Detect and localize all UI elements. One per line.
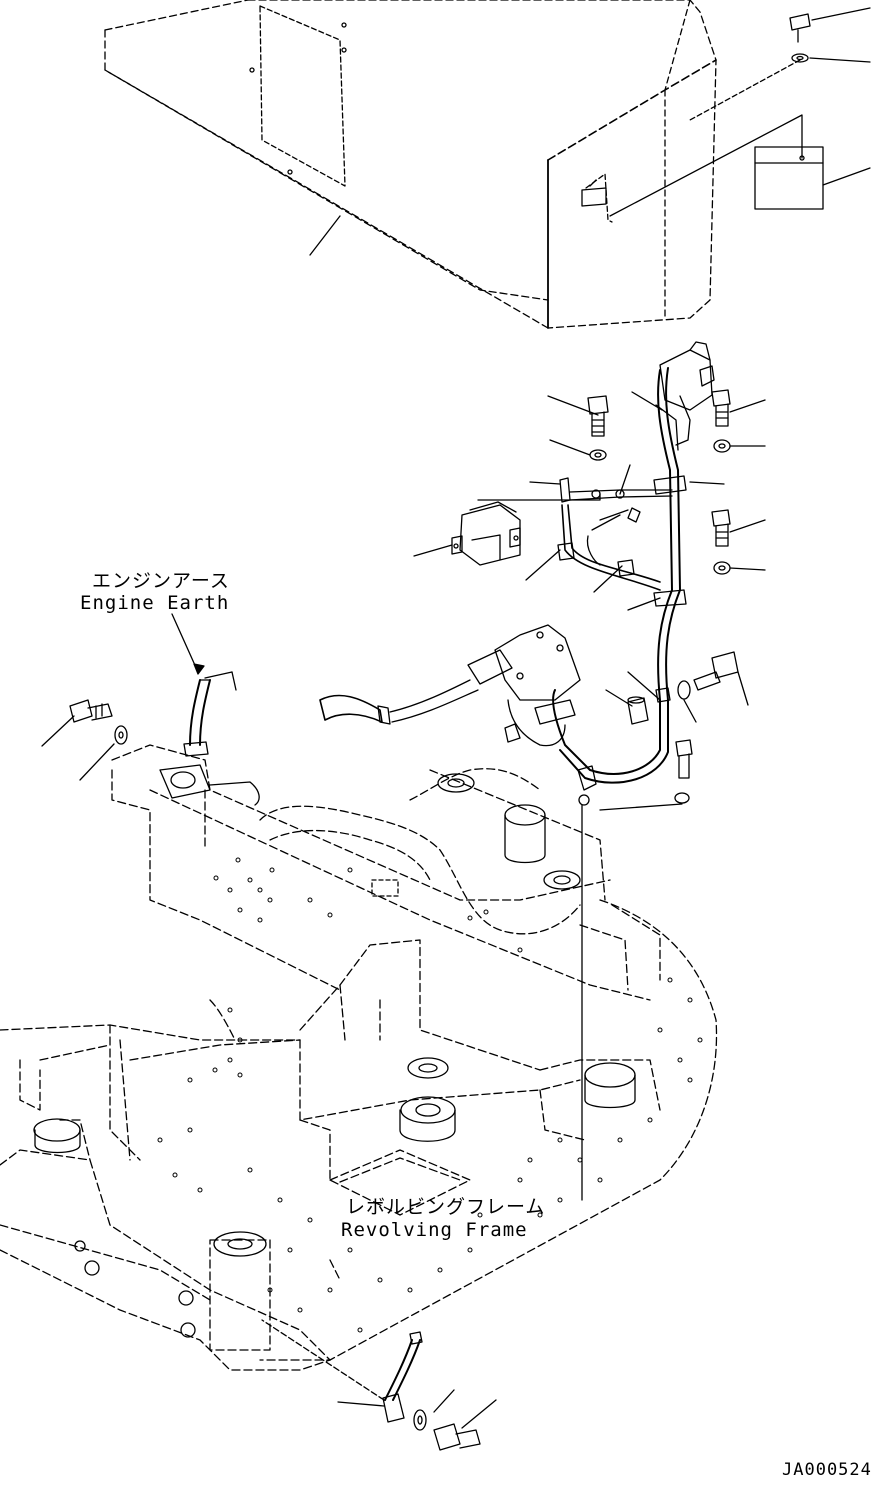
engine-hood	[104, 0, 824, 329]
bolts-left	[41, 699, 128, 781]
relay-block	[451, 493, 601, 566]
frame-earth-cable	[261, 1319, 497, 1451]
engine-earth-label-en: Engine Earth	[80, 592, 230, 614]
revolving-frame-label-jp: レボルビングフレーム	[346, 1196, 546, 1218]
ground-terminal	[577, 765, 597, 1201]
wiring-harness	[552, 341, 715, 784]
engine-earth-cable	[171, 613, 237, 757]
leader-lines-top	[309, 7, 871, 256]
bolts-right	[587, 389, 739, 811]
frame-holes	[157, 857, 703, 1333]
leader-lines-right	[413, 391, 766, 723]
starter-motor	[319, 624, 581, 747]
revolving-frame-label-en: Revolving Frame	[341, 1219, 528, 1241]
frame-solid-details	[33, 764, 636, 1338]
engine-earth-label-jp: エンジンアース	[92, 570, 230, 592]
revolving-frame	[0, 744, 718, 1371]
drawing-code: JA000524	[782, 1460, 872, 1480]
